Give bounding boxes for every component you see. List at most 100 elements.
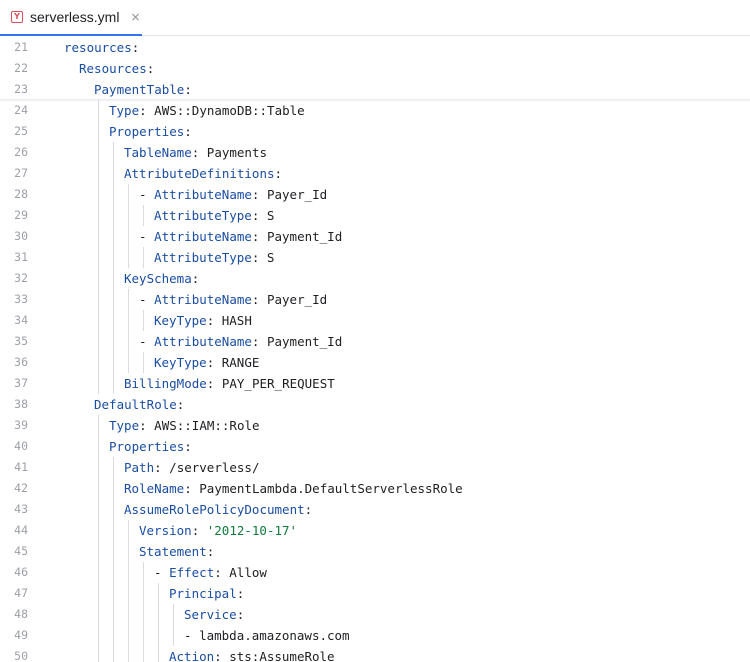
yaml-key: KeyType bbox=[154, 313, 207, 328]
code-line: 28- AttributeName: Payer_Id bbox=[0, 184, 750, 205]
indent-guide bbox=[128, 520, 129, 662]
yaml-key: TableName bbox=[124, 145, 192, 160]
colon: : bbox=[184, 124, 192, 139]
code-line: 47 Principal: bbox=[0, 583, 750, 604]
code-text: - Effect: Allow bbox=[154, 562, 267, 583]
colon: : bbox=[304, 502, 313, 517]
line-number: 48 bbox=[14, 607, 28, 621]
yaml-value: PaymentLambda.DefaultServerlessRole bbox=[199, 481, 463, 496]
yaml-key: Properties bbox=[109, 439, 185, 454]
code-text: AttributeDefinitions: bbox=[124, 163, 282, 184]
yaml-key: AttributeName bbox=[154, 334, 252, 349]
yaml-value: PAY_PER_REQUEST bbox=[221, 376, 335, 391]
yaml-key: Path bbox=[124, 460, 155, 475]
colon: : bbox=[251, 229, 267, 244]
list-dash: - bbox=[139, 229, 155, 244]
tab-serverless-yml[interactable]: Y serverless.yml × bbox=[0, 0, 142, 36]
code-text: - AttributeName: Payment_Id bbox=[139, 226, 342, 247]
line-number: 47 bbox=[14, 586, 28, 600]
yaml-value: '2012-10-17' bbox=[206, 523, 298, 538]
code-text: Version: '2012-10-17' bbox=[139, 520, 297, 541]
code-text: - lambda.amazonaws.com bbox=[184, 625, 350, 646]
yaml-key: PaymentTable bbox=[94, 82, 185, 97]
indent-guide bbox=[128, 184, 129, 268]
list-dash: - bbox=[139, 334, 155, 349]
yaml-key: AttributeName bbox=[154, 292, 252, 307]
line-number: 33 bbox=[14, 292, 28, 306]
code-text: - AttributeName: Payer_Id bbox=[139, 289, 327, 310]
close-icon[interactable]: × bbox=[130, 10, 141, 24]
code-line: 44 Version: '2012-10-17' bbox=[0, 520, 750, 541]
colon: : bbox=[214, 565, 230, 580]
colon: : bbox=[236, 586, 245, 601]
yaml-value: AWS::IAM::Role bbox=[154, 418, 260, 433]
indent-guide bbox=[143, 562, 144, 662]
colon: : bbox=[191, 271, 200, 286]
yaml-key: KeyType bbox=[154, 355, 207, 370]
code-line: 46- Effect: Allow bbox=[0, 562, 750, 583]
yaml-key: resources bbox=[64, 40, 132, 55]
code-text: Principal: bbox=[169, 583, 244, 604]
code-line: 30- AttributeName: Payment_Id bbox=[0, 226, 750, 247]
line-number: 42 bbox=[14, 481, 28, 495]
line-number: 22 bbox=[14, 61, 28, 75]
line-number: 39 bbox=[14, 418, 28, 432]
indent-guide bbox=[98, 415, 99, 662]
colon: : bbox=[139, 103, 155, 118]
yaml-key: Effect bbox=[169, 565, 215, 580]
colon: : bbox=[184, 481, 200, 496]
colon: : bbox=[184, 439, 192, 454]
yaml-key: Type bbox=[109, 103, 140, 118]
tab-label: serverless.yml bbox=[30, 9, 120, 25]
line-number: 34 bbox=[14, 313, 28, 327]
yaml-key: AttributeDefinitions bbox=[124, 166, 275, 181]
indent-guide bbox=[143, 205, 144, 226]
line-number: 27 bbox=[14, 166, 28, 180]
colon: : bbox=[176, 397, 185, 412]
line-number: 24 bbox=[14, 103, 28, 117]
yaml-key: DefaultRole bbox=[94, 397, 177, 412]
colon: : bbox=[251, 292, 267, 307]
indent-guide bbox=[113, 457, 114, 662]
list-dash: - bbox=[139, 187, 155, 202]
yaml-key: AttributeName bbox=[154, 229, 252, 244]
code-text: BillingMode: PAY_PER_REQUEST bbox=[124, 373, 335, 394]
yaml-key: AttributeName bbox=[154, 187, 252, 202]
line-number: 26 bbox=[14, 145, 28, 159]
yaml-file-icon: Y bbox=[11, 11, 23, 23]
line-number: 29 bbox=[14, 208, 28, 222]
colon: : bbox=[139, 418, 155, 433]
yaml-value: HASH bbox=[221, 313, 252, 328]
yaml-value: /serverless/ bbox=[169, 460, 260, 475]
yaml-key: Resources bbox=[79, 61, 147, 76]
line-number: 40 bbox=[14, 439, 28, 453]
code-line: 27 AttributeDefinitions: bbox=[0, 163, 750, 184]
indent-guide bbox=[173, 604, 174, 646]
code-line: 49- lambda.amazonaws.com bbox=[0, 625, 750, 646]
sticky-header-divider bbox=[0, 99, 750, 102]
code-text: TableName: Payments bbox=[124, 142, 267, 163]
colon: : bbox=[154, 460, 170, 475]
line-number: 50 bbox=[14, 649, 28, 662]
line-number: 32 bbox=[14, 271, 28, 285]
line-number: 35 bbox=[14, 334, 28, 348]
list-dash: - bbox=[139, 292, 155, 307]
indent-guide bbox=[143, 310, 144, 331]
colon: : bbox=[251, 187, 267, 202]
yaml-key: Type bbox=[109, 418, 140, 433]
colon: : bbox=[214, 649, 230, 662]
indent-guide bbox=[113, 142, 114, 394]
line-number: 44 bbox=[14, 523, 28, 537]
yaml-key: AssumeRolePolicyDocument bbox=[124, 502, 305, 517]
yaml-key: Service bbox=[184, 607, 237, 622]
